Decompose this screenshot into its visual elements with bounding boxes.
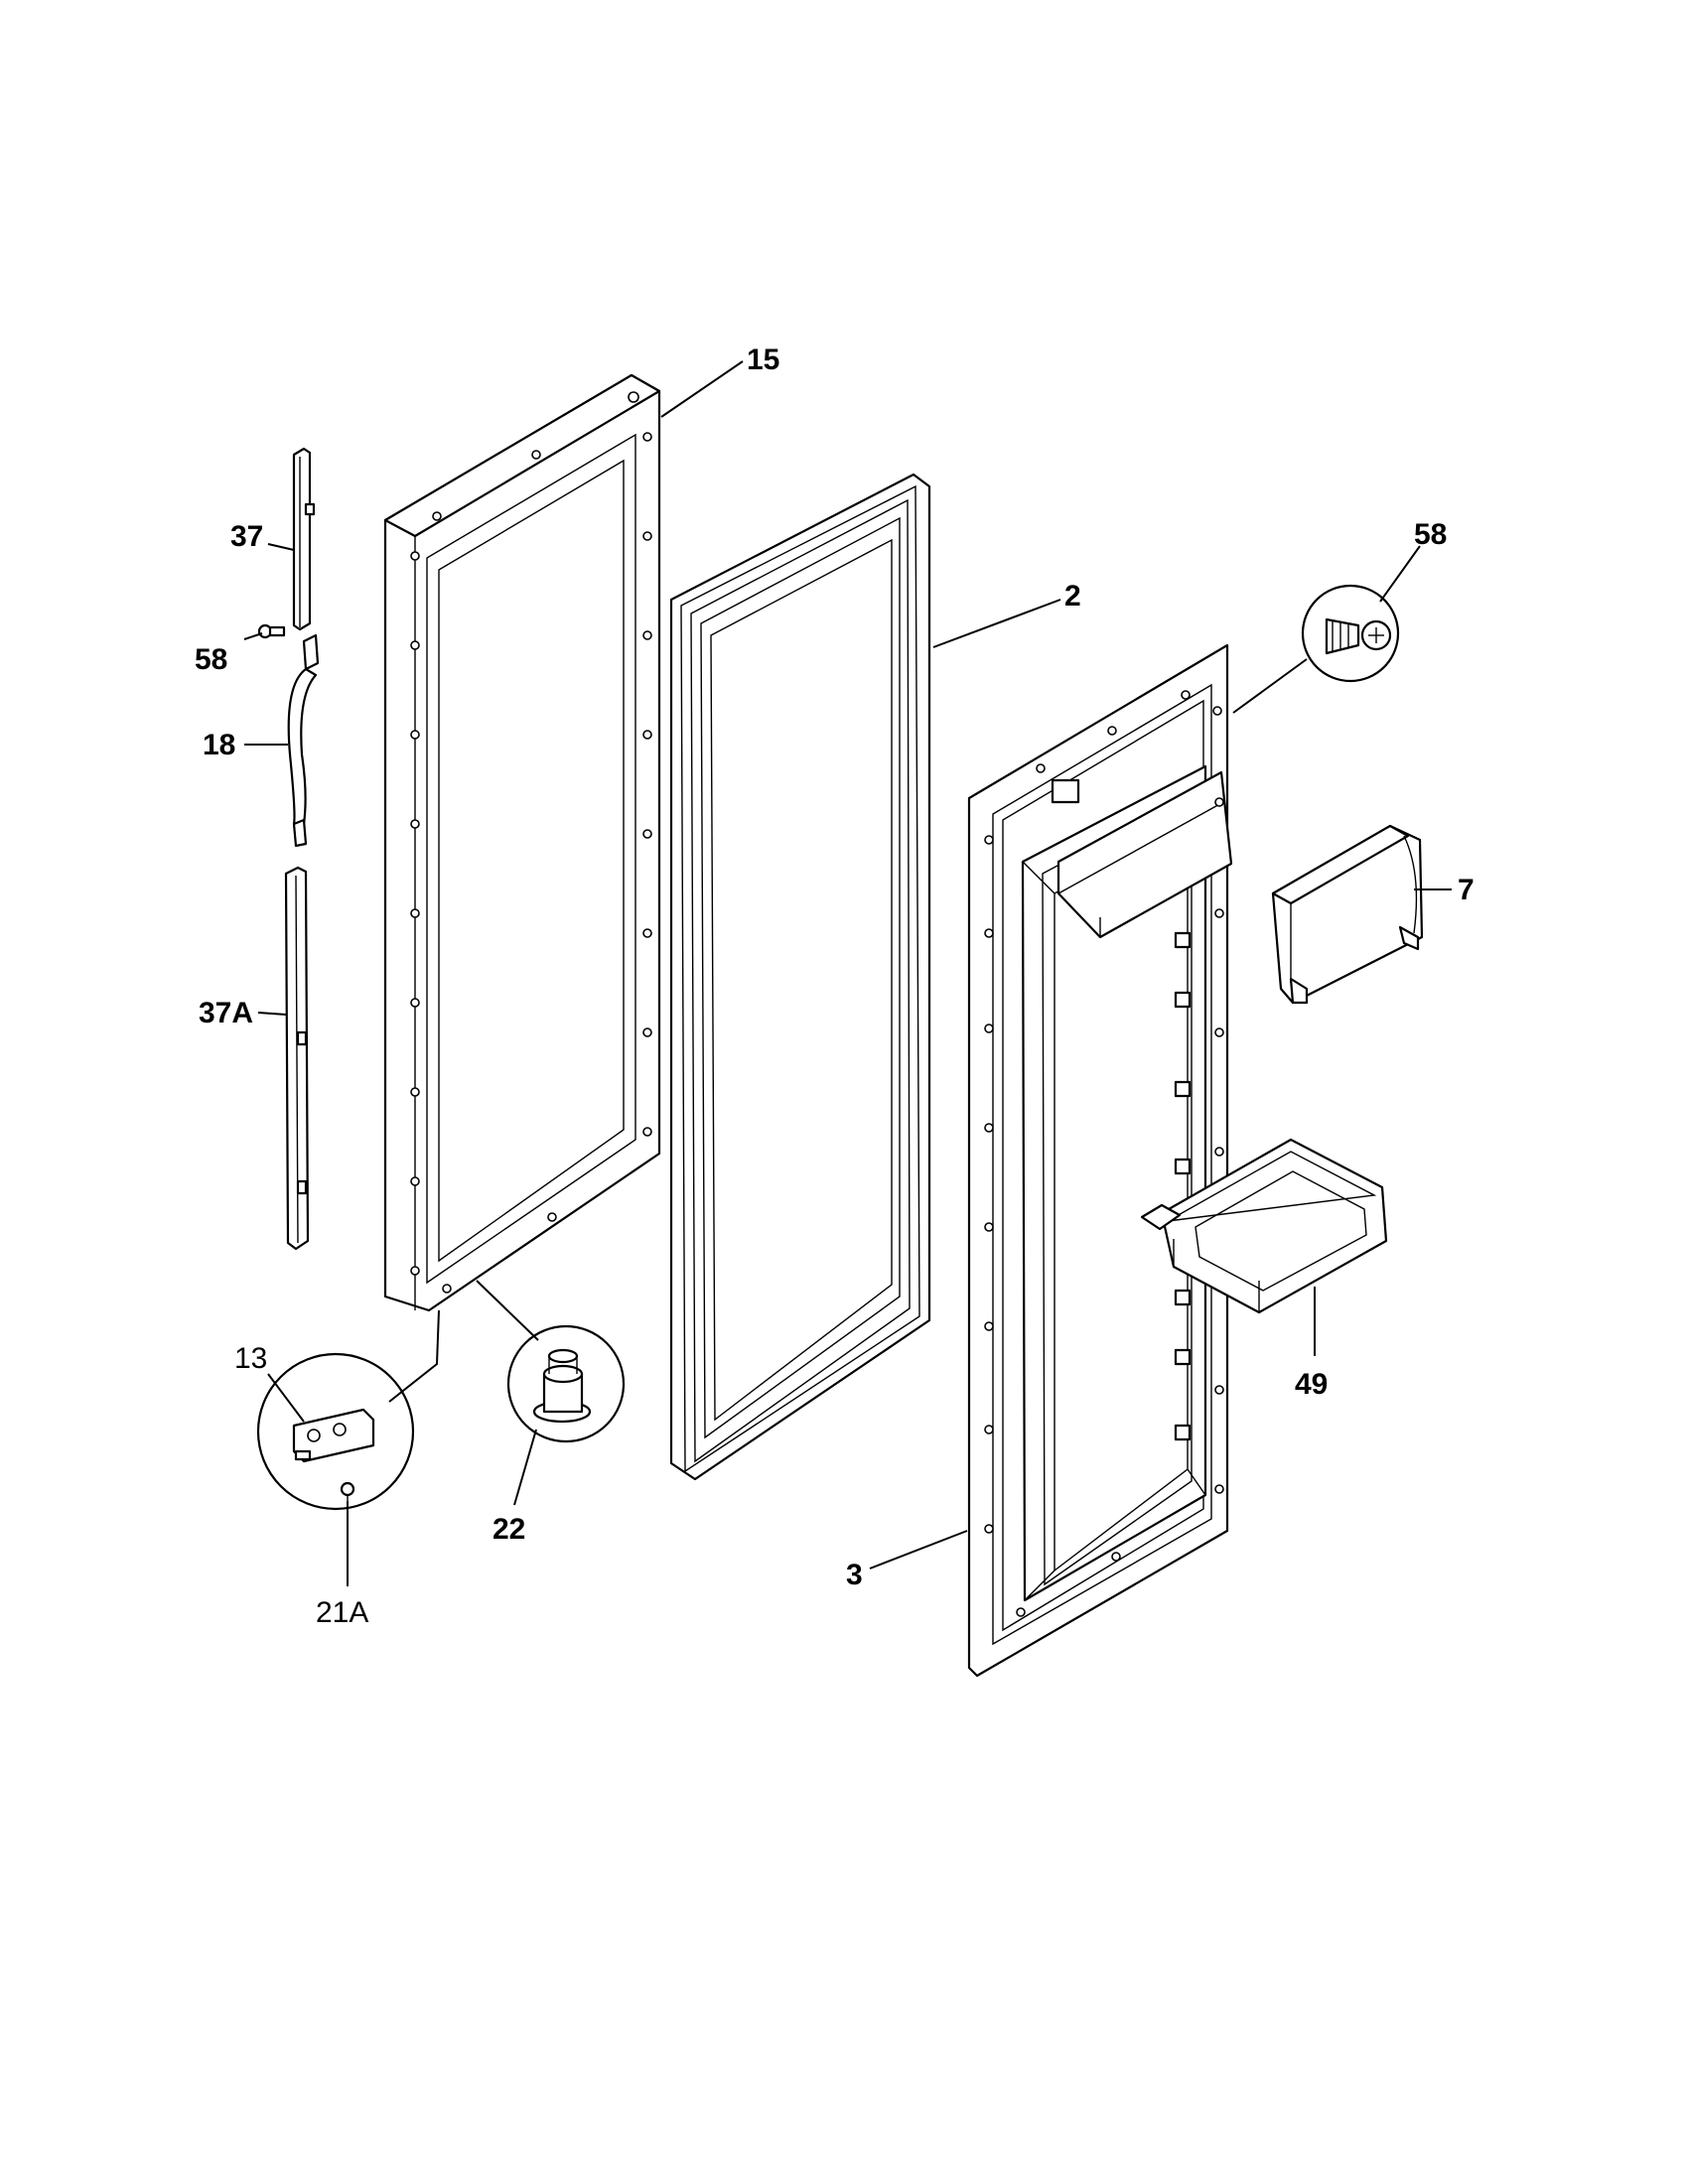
handle-trim-part-37 — [292, 447, 316, 631]
door-gasket-part-2 — [669, 473, 931, 1481]
handle-trim-part-37a — [284, 866, 310, 1251]
callout-15: 15 — [747, 343, 779, 376]
callout-58-screw: 58 — [195, 643, 227, 676]
detail-circle-screw-58 — [1301, 584, 1400, 683]
liner-screw-holes — [984, 690, 1224, 1617]
shelf-clips — [1174, 931, 1192, 1441]
inner-door-liner-part-3 — [967, 643, 1233, 1678]
detail-circle-hinge-13 — [256, 1352, 415, 1511]
callout-3: 3 — [846, 1559, 863, 1591]
frame-screw-holes — [410, 391, 652, 1294]
callout-7: 7 — [1458, 874, 1475, 906]
callout-58-detail: 58 — [1414, 518, 1447, 551]
callout-18: 18 — [203, 729, 235, 761]
callout-labels: 15 2 58 37 58 18 7 37A 13 22 49 3 21A — [195, 343, 1475, 1629]
dairy-door-part-7 — [1271, 824, 1424, 1005]
callout-13: 13 — [234, 1342, 267, 1375]
callout-21a: 21A — [316, 1596, 368, 1629]
door-bin-part-49 — [1140, 1138, 1388, 1314]
callout-37a: 37A — [199, 997, 253, 1029]
callout-2: 2 — [1064, 580, 1081, 613]
callout-37: 37 — [230, 520, 263, 553]
door-frame-part-15 — [383, 373, 661, 1312]
callout-22: 22 — [492, 1513, 525, 1546]
door-handle-part-18 — [287, 633, 320, 848]
leader-lines — [243, 360, 1452, 1586]
callout-49: 49 — [1295, 1368, 1328, 1401]
screw-part-58-small — [257, 623, 286, 639]
detail-circle-bushing-22 — [506, 1324, 626, 1443]
